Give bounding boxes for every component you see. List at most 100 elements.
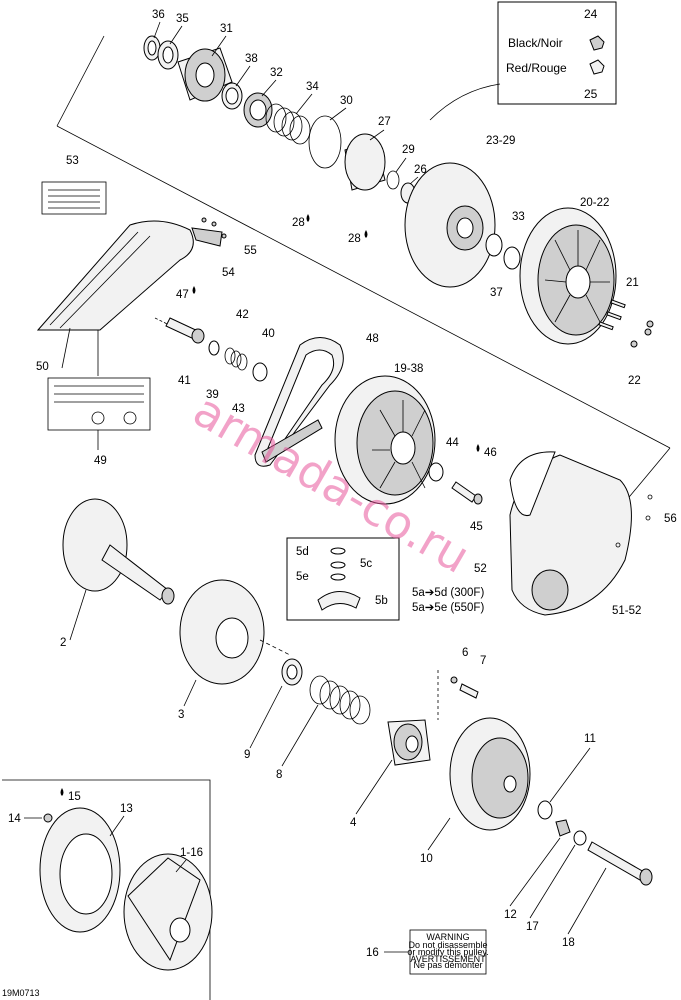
- decal-warning-title: WARNING: [426, 932, 469, 942]
- callout-38: 38: [245, 53, 258, 65]
- callout-12: 12: [504, 909, 517, 921]
- callout-20-22: 20-22: [580, 197, 609, 209]
- shaft-2: [62, 498, 175, 605]
- callout-32: 32: [270, 67, 283, 79]
- callout-10: 10: [420, 853, 433, 865]
- legend-num-24: 24: [584, 7, 598, 21]
- callout-16: 16: [366, 947, 379, 959]
- decal-53: [41, 181, 107, 215]
- callout-2: 2: [60, 637, 66, 649]
- callout-33: 33: [512, 211, 525, 223]
- pins-nuts-21-22: [598, 299, 654, 348]
- callout-48: 48: [366, 333, 379, 345]
- cover-51-52: [509, 451, 653, 616]
- decal-16: WARNING Do not disassemble or modify thi…: [407, 929, 489, 975]
- callout-43: 43: [232, 403, 245, 415]
- spring-group-9-8-4: [281, 658, 439, 766]
- inset-1-16: [2, 779, 213, 1000]
- kit-label-5e: 5e: [296, 571, 309, 583]
- callout-28-b: 28: [348, 233, 361, 245]
- callout-44: 44: [446, 437, 459, 449]
- bracket-54: [191, 217, 227, 247]
- callout-7: 7: [480, 655, 486, 667]
- callout-labels: 36 35 31 38 32 34 30 27 29 26 23-29 28 2…: [8, 9, 677, 959]
- drop-icon: [476, 444, 480, 452]
- callout-39: 39: [206, 389, 219, 401]
- callout-54: 54: [222, 267, 235, 279]
- callout-19-38: 19-38: [394, 363, 423, 375]
- callout-21: 21: [626, 277, 639, 289]
- leader-lines: [24, 21, 607, 953]
- callout-14: 14: [8, 813, 21, 825]
- legend-num-25: 25: [584, 87, 598, 101]
- legend-label-black: Black/Noir: [508, 36, 563, 50]
- decal-avert-line1: Ne pas démonter: [413, 960, 482, 970]
- black-weight-icon: [589, 35, 605, 51]
- callout-41: 41: [178, 375, 191, 387]
- pulley-20-22: [519, 207, 617, 345]
- callout-15: 15: [68, 791, 81, 803]
- callout-34: 34: [306, 81, 319, 93]
- callout-56: 56: [664, 513, 677, 525]
- kit-label-5d: 5d: [296, 546, 309, 558]
- sheave-10: [449, 717, 531, 831]
- callout-17: 17: [526, 921, 539, 933]
- bolt-6-7: [450, 676, 479, 699]
- figure-code: 19M0713: [2, 988, 40, 998]
- sheave-23-29: [404, 83, 501, 288]
- callout-23-29: 23-29: [486, 135, 515, 147]
- kit-label-5b: 5b: [375, 595, 388, 607]
- callout-29: 29: [402, 144, 415, 156]
- drop-icon: [364, 230, 368, 238]
- callout-47: 47: [176, 289, 189, 301]
- callout-51-52: 51-52: [612, 605, 641, 617]
- callout-53: 53: [66, 155, 79, 167]
- callout-13: 13: [120, 803, 133, 815]
- callout-1-16: 1-16: [180, 847, 203, 859]
- callout-35: 35: [176, 13, 189, 25]
- spring-shaft-group: [154, 317, 268, 382]
- drop-icon: [306, 214, 310, 222]
- weight-kit-box: 5d 5c 5e 5b 5a➔5d (300F) 5a➔5e (550F): [286, 537, 484, 621]
- plate-3: [179, 579, 291, 685]
- drive-belt-48: [254, 337, 344, 467]
- legend-label-red: Red/Rouge: [506, 61, 567, 75]
- callout-26: 26: [414, 164, 427, 176]
- red-weight-icon: [589, 59, 605, 75]
- callout-28-a: 28: [292, 217, 305, 229]
- callout-50: 50: [36, 361, 49, 373]
- callout-46: 46: [484, 447, 497, 459]
- kit-note-300f: 5a➔5d (300F): [412, 587, 484, 599]
- callout-3: 3: [178, 709, 184, 721]
- callout-11: 11: [584, 733, 596, 745]
- callout-6: 6: [462, 647, 468, 659]
- callout-55: 55: [244, 245, 257, 257]
- decal-avert-title: AVERTISSEMENT: [410, 954, 486, 964]
- lubricant-drop-icons: [60, 214, 480, 796]
- pulley-19-38: [334, 375, 436, 505]
- washer-bolt-44-45: [428, 462, 483, 505]
- decal-warning-line1: Do not disassemble: [408, 940, 487, 950]
- callout-18: 18: [562, 937, 575, 949]
- callout-4: 4: [350, 817, 357, 829]
- washers-33: [485, 233, 521, 270]
- callout-52: 52: [474, 563, 487, 575]
- callout-42: 42: [236, 309, 249, 321]
- callout-45: 45: [470, 521, 483, 533]
- belt-guard-50: [36, 220, 194, 331]
- callout-8: 8: [276, 769, 282, 781]
- callout-22: 22: [628, 375, 641, 387]
- callout-9: 9: [244, 749, 250, 761]
- color-legend: 24 Black/Noir Red/Rouge 25: [497, 1, 617, 105]
- drop-icon: [60, 788, 64, 796]
- callout-37: 37: [490, 287, 503, 299]
- callout-31: 31: [220, 23, 233, 35]
- callout-27: 27: [378, 116, 391, 128]
- callout-30: 30: [340, 95, 353, 107]
- decal-49: [47, 330, 151, 431]
- fasteners-11-17-18: [537, 800, 653, 886]
- decal-warning-line2: or modify this pulley.: [407, 947, 488, 957]
- kit-note-550f: 5a➔5e (550F): [412, 602, 484, 614]
- kit-label-5c: 5c: [360, 558, 372, 570]
